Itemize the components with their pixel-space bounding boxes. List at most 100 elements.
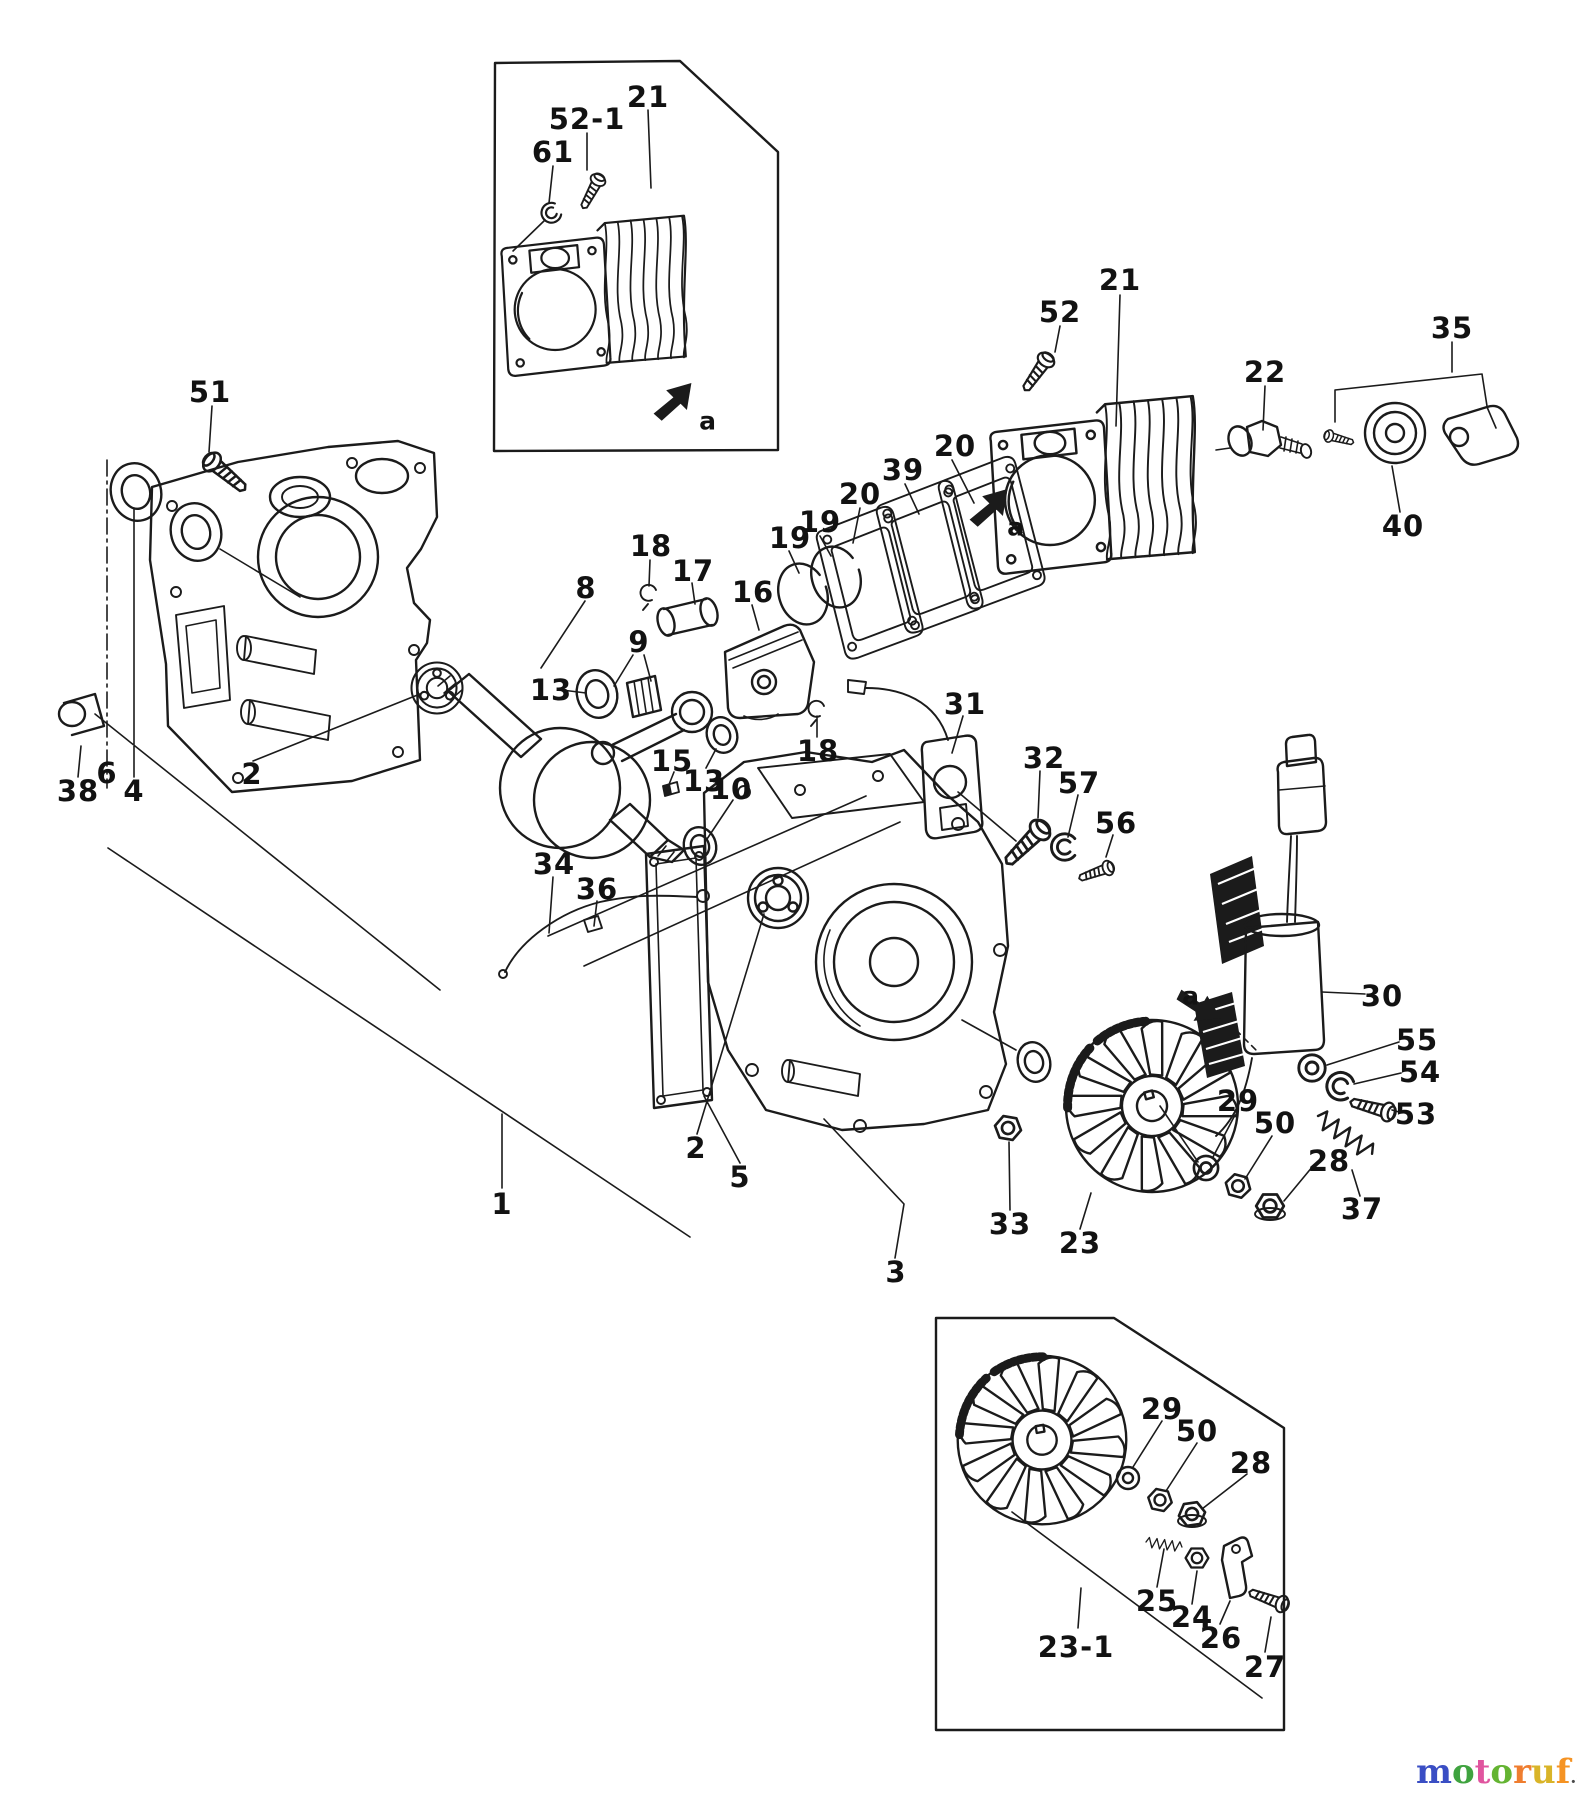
marker-a-cylinder: a — [1007, 512, 1025, 542]
part-label-50-inset: 50 — [1175, 1414, 1219, 1448]
oil-seals-left — [103, 456, 301, 598]
gasket-20-right — [934, 453, 1050, 613]
piston-ring-19-a — [777, 562, 829, 626]
screw-35-assy — [1321, 427, 1356, 450]
watermark-letter: u — [1531, 1752, 1556, 1792]
nut-33 — [991, 1113, 1025, 1143]
part-label-2-right: 2 — [685, 1131, 707, 1165]
piston-pin-17 — [656, 597, 719, 637]
part-label-30: 30 — [1360, 979, 1404, 1013]
part-label-23-1: 23-1 — [1037, 1630, 1115, 1664]
assembly-direction-arrow-cylinder — [969, 489, 1008, 527]
watermark-suffix: .de — [1570, 1768, 1577, 1788]
right-crankcase-half — [702, 748, 1010, 1133]
boot-35 — [1442, 404, 1520, 466]
screw-32 — [997, 813, 1057, 873]
part-label-4: 4 — [123, 774, 145, 808]
part-label-5: 5 — [729, 1160, 751, 1194]
part-label-29-inset: 29 — [1140, 1392, 1184, 1426]
screw-56 — [1075, 858, 1118, 887]
nut-50-inset — [1144, 1486, 1176, 1514]
part-label-13-right: 13 — [682, 764, 726, 798]
woodruff-key-15 — [662, 781, 680, 797]
part-label-18-lower: 18 — [796, 734, 840, 768]
marker-a-inset: a — [699, 406, 717, 436]
cap-40 — [1363, 401, 1427, 465]
watermark-logo: motoruf.de — [1416, 1752, 1577, 1798]
piston-16 — [723, 623, 816, 721]
part-label-39: 39 — [881, 453, 925, 487]
part-label-2-left: 2 — [241, 757, 263, 791]
part-label-21-inset: 21 — [626, 80, 670, 114]
nut-50 — [1221, 1171, 1255, 1201]
part-label-23: 23 — [1058, 1226, 1102, 1260]
ignition-coil-30 — [1194, 733, 1328, 1137]
watermark-letter: o — [1451, 1752, 1475, 1792]
leader-lines — [77, 109, 1488, 1699]
inset-box-flywheel — [934, 1316, 1293, 1732]
part-label-13-left: 13 — [529, 673, 573, 707]
washer-55 — [1297, 1053, 1327, 1083]
wire-34 — [498, 889, 710, 979]
washer-54 — [1321, 1067, 1357, 1105]
part-label-3: 3 — [885, 1255, 907, 1289]
part-label-55: 55 — [1395, 1023, 1439, 1057]
part-label-37: 37 — [1340, 1192, 1384, 1226]
part-label-15: 15 — [650, 744, 694, 778]
part-label-28: 28 — [1307, 1144, 1351, 1178]
bolt-52 — [1016, 347, 1059, 397]
seal-33-group — [961, 1019, 1052, 1083]
washer-29 — [1192, 1154, 1220, 1182]
part-label-57: 57 — [1057, 766, 1101, 800]
washer-13-left — [575, 669, 619, 719]
bearing-2-left — [410, 661, 464, 715]
part-label-56: 56 — [1094, 806, 1138, 840]
washer-57 — [1049, 832, 1077, 862]
watermark-letter: m — [1416, 1752, 1452, 1792]
part-label-31: 31 — [943, 687, 987, 721]
marker-a-coil: a — [1182, 981, 1200, 1011]
watermark-letter: t — [1474, 1752, 1491, 1792]
bolt-52-1 — [575, 169, 609, 213]
washer-29-inset — [1115, 1465, 1141, 1491]
part-label-19-b: 19 — [798, 505, 842, 539]
part-label-25: 25 — [1135, 1584, 1179, 1618]
piston-ring-19-b — [810, 545, 862, 609]
part-label-34: 34 — [532, 847, 576, 881]
plug-38 — [57, 692, 106, 737]
spark-plug-22 — [1227, 419, 1313, 459]
washer-13-right — [705, 716, 739, 754]
screw-51 — [197, 447, 253, 499]
part-label-54: 54 — [1398, 1055, 1442, 1089]
part-label-16: 16 — [731, 575, 775, 609]
part-label-24: 24 — [1170, 1600, 1214, 1634]
dash-leader — [1235, 1029, 1259, 1053]
assembly-direction-arrow — [653, 383, 692, 421]
nut-28 — [1254, 1193, 1286, 1221]
left-crankcase-half — [148, 439, 439, 794]
watermark-letter: f — [1555, 1752, 1571, 1792]
part-label-33: 33 — [988, 1207, 1032, 1241]
part-label-29: 29 — [1216, 1084, 1260, 1118]
part-label-8: 8 — [575, 571, 597, 605]
part-label-28-inset: 28 — [1229, 1446, 1273, 1480]
watermark-letter: r — [1513, 1752, 1531, 1792]
part-label-51: 51 — [188, 375, 232, 409]
nut-28-inset — [1176, 1499, 1208, 1529]
watermark-letter: o — [1490, 1752, 1514, 1792]
part-label-27: 27 — [1243, 1650, 1287, 1684]
part-label-50: 50 — [1253, 1106, 1297, 1140]
pin-clip-18-upper — [639, 583, 657, 611]
part-label-18-upper: 18 — [629, 529, 673, 563]
part-label-61: 61 — [531, 135, 575, 169]
part-label-10: 10 — [709, 772, 753, 806]
part-label-36: 36 — [575, 872, 619, 906]
crankshaft-assembly — [437, 672, 714, 864]
part-label-52-1: 52-1 — [548, 102, 626, 136]
part-label-19-a: 19 — [768, 521, 812, 555]
part-label-20-right: 20 — [933, 429, 977, 463]
part-label-17: 17 — [671, 554, 715, 588]
part-label-21: 21 — [1098, 263, 1142, 297]
inset-box-cylinder — [492, 59, 780, 453]
